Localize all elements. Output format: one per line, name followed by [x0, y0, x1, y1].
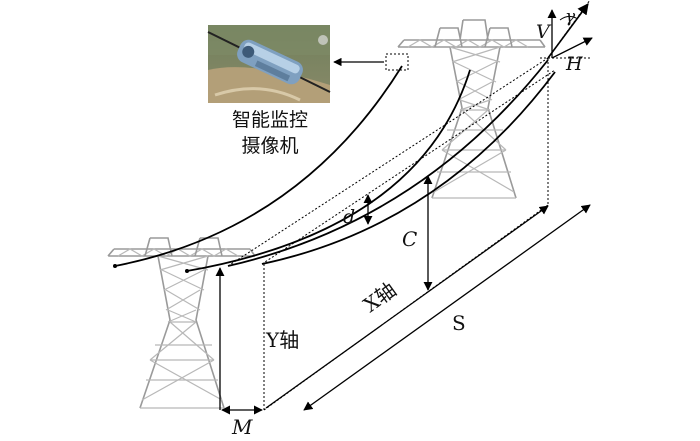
label-x-axis: X轴 [359, 277, 401, 317]
label-m: M [231, 415, 253, 439]
camera-label-line1: 智能监控 [232, 109, 308, 131]
label-c: C [402, 227, 417, 251]
label-d: d [343, 206, 355, 228]
far-tower [397, 19, 546, 199]
conductors [114, 59, 556, 272]
s-arrow [303, 204, 591, 411]
h-arrow [551, 37, 593, 59]
camera-location-box [385, 53, 409, 71]
label-gamma: γ [565, 7, 576, 27]
camera-label-line2: 摄像机 [241, 135, 298, 157]
label-y-axis: Y轴 [265, 328, 299, 352]
label-s: S [452, 311, 466, 335]
camera-photo [207, 25, 331, 103]
label-v: V [536, 21, 552, 43]
gamma-arc [559, 15, 577, 21]
tension-arrow [547, 3, 589, 59]
label-h: H [565, 53, 583, 75]
near-tower [107, 237, 256, 409]
